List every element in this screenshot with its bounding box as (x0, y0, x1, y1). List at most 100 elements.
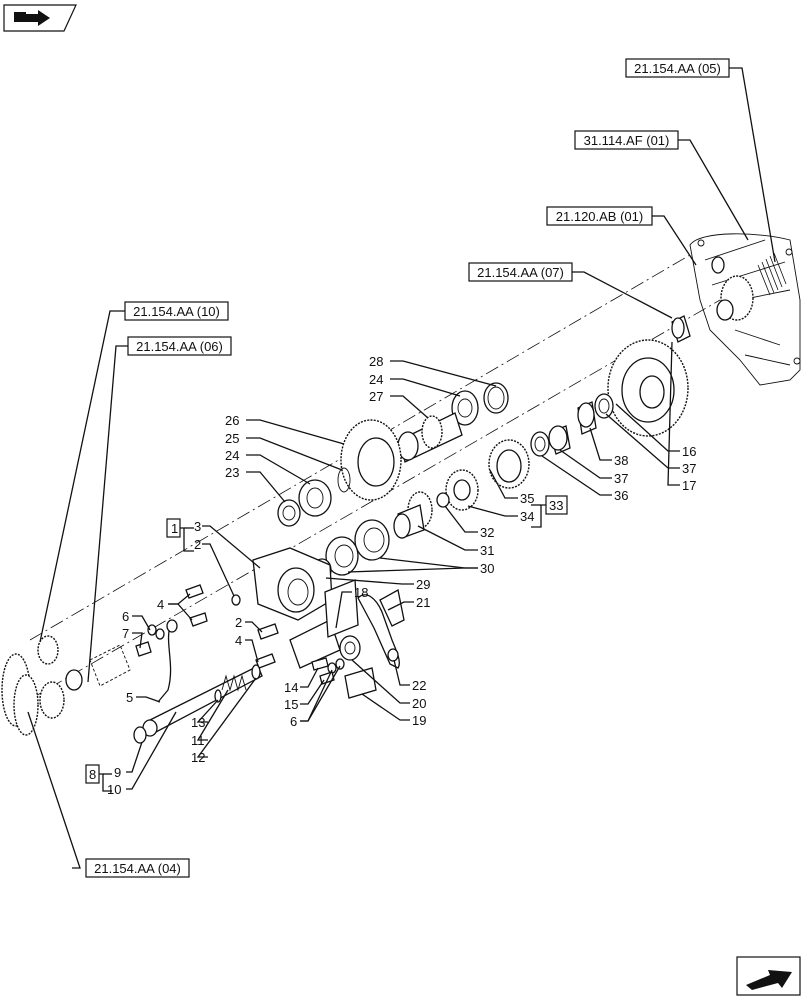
part-2-plug-upper (231, 594, 241, 606)
ref-label: 21.154.AA (04) (94, 861, 181, 876)
callout-9: 9 (114, 765, 121, 780)
group-bracket-8 (85, 764, 112, 792)
callout-15: 15 (284, 697, 298, 712)
part-25-circlip (337, 467, 351, 493)
ref-label: 21.154.AA (07) (477, 265, 564, 280)
ref-box-31-114-af-01[interactable]: 31.114.AF (01) (574, 130, 679, 150)
callout-31: 31 (480, 543, 494, 558)
transmission-housing (689, 233, 801, 386)
part-4-bolts-upper (185, 584, 208, 627)
callout-13: 13 (191, 715, 205, 730)
part-2-plug-lower (257, 623, 279, 640)
left-gear-assembly (1, 635, 131, 736)
callout-33: 33 (549, 498, 563, 513)
callout-35: 35 (520, 491, 534, 506)
callout-12: 12 (191, 750, 205, 765)
callout-24: 24 (369, 372, 383, 387)
part-23-washer (277, 499, 301, 527)
callout-26: 26 (225, 413, 239, 428)
part-4-bolt-lower (255, 653, 276, 669)
callout-23: 23 (225, 465, 239, 480)
part-5-pipe (157, 619, 178, 703)
callout-3: 3 (194, 519, 201, 534)
part-36-ring (530, 431, 550, 457)
callout-24: 24 (225, 448, 239, 463)
part-37-ring (594, 393, 614, 419)
callout-34: 34 (520, 509, 534, 524)
part-37-bushing (548, 425, 571, 455)
ref-label: 31.114.AF (01) (584, 133, 670, 148)
part-17-spacer (671, 315, 691, 343)
ref-label: 21.154.AA (06) (136, 339, 223, 354)
part-31-sleeve (393, 491, 433, 539)
callout-19: 19 (412, 713, 426, 728)
callout-25: 25 (225, 431, 239, 446)
callout-17: 17 (682, 478, 696, 493)
part-38-bushing (577, 401, 597, 435)
part-30-bearing (354, 519, 390, 561)
part-20-disc (339, 635, 361, 661)
part-13-seal (214, 689, 222, 703)
callout-8: 8 (89, 767, 96, 782)
ref-box-21-120-ab-01[interactable]: 21.120.AB (01) (546, 206, 653, 226)
part-28-snap-ring (483, 382, 509, 414)
part-34-gear (445, 469, 479, 511)
part-24-bearing-upper (451, 390, 479, 426)
callout-16: 16 (682, 444, 696, 459)
callout-27: 27 (369, 389, 383, 404)
callout-14: 14 (284, 680, 298, 695)
callout-11: 11 (191, 733, 205, 748)
ref-label: 21.154.AA (10) (133, 304, 220, 319)
callout-21: 21 (416, 595, 430, 610)
ref-box-21-154-aa-10[interactable]: 21.154.AA (10) (124, 301, 229, 321)
callout-4: 4 (157, 597, 164, 612)
ref-box-21-154-aa-07[interactable]: 21.154.AA (07) (468, 262, 573, 282)
callout-22: 22 (412, 678, 426, 693)
part-3-bracket (252, 547, 333, 621)
next-page-arrow-icon[interactable] (736, 956, 801, 996)
housing-shaft-gear (711, 256, 754, 321)
callout-30: 30 (480, 561, 494, 576)
part-22-pin (387, 648, 399, 662)
part-12-ring (251, 664, 261, 680)
callout-7: 7 (122, 626, 129, 641)
leader-lines (27, 67, 776, 869)
callout-10: 10 (107, 782, 121, 797)
callout-32: 32 (480, 525, 494, 540)
part-6-washers-left (147, 624, 165, 640)
callout-28: 28 (369, 354, 383, 369)
part-10-shift-rod (142, 665, 263, 737)
part-9-ring (133, 726, 147, 744)
callout-6: 6 (122, 609, 129, 624)
callout-5: 5 (126, 690, 133, 705)
ref-box-21-154-aa-06[interactable]: 21.154.AA (06) (127, 336, 232, 356)
callout-4: 4 (235, 633, 242, 648)
callout-6: 6 (290, 714, 297, 729)
callout-1: 1 (171, 521, 178, 536)
catalog-nav-icon[interactable] (3, 4, 77, 32)
callout-2: 2 (194, 537, 201, 552)
part-24-bearing-lower (298, 479, 332, 517)
group-bracket-33 (531, 495, 568, 528)
ref-box-21-154-aa-05[interactable]: 21.154.AA (05) (625, 58, 730, 78)
part-6-washers-right (327, 658, 345, 674)
part-27-shaft (397, 412, 463, 463)
housing-clutch-pack (757, 252, 787, 296)
group-bracket-1 (166, 518, 194, 552)
callout-37: 37 (614, 471, 628, 486)
part-7-bolt (135, 641, 152, 657)
callout-36: 36 (614, 488, 628, 503)
part-18-fork-bracket (289, 579, 359, 669)
part-32-ring (436, 492, 450, 508)
ref-box-21-154-aa-04[interactable]: 21.154.AA (04) (85, 858, 190, 878)
part-16-gear (607, 339, 689, 437)
callout-2: 2 (235, 615, 242, 630)
part-26-gear (340, 419, 402, 501)
ref-label: 21.120.AB (01) (556, 209, 643, 224)
callout-38: 38 (614, 453, 628, 468)
callout-numbers: 28 24 27 26 25 24 23 16 37 17 38 37 36 3… (89, 354, 696, 797)
ref-label: 21.154.AA (05) (634, 61, 721, 76)
center-axis (7, 254, 721, 713)
part-11-spring (221, 674, 247, 692)
callout-20: 20 (412, 696, 426, 711)
